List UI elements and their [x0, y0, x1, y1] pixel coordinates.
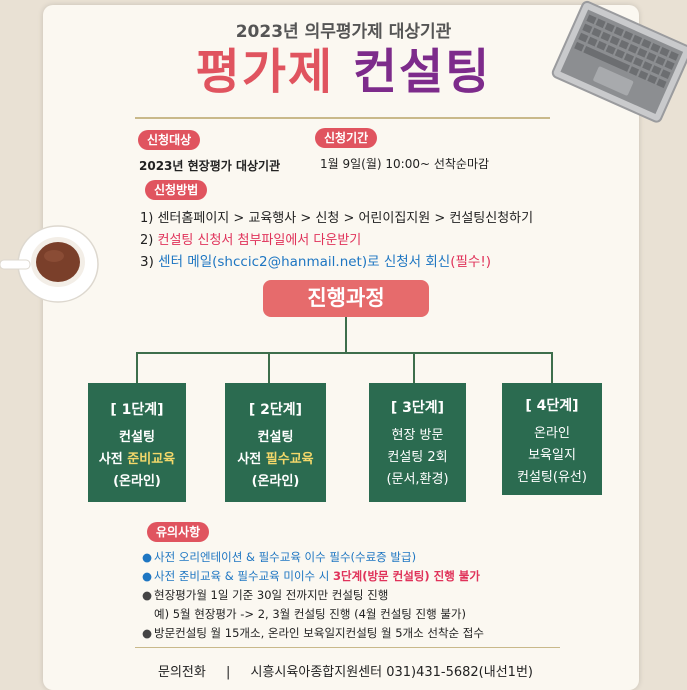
- target-label: 신청대상: [138, 130, 201, 150]
- connector-horizontal: [136, 352, 553, 354]
- connector-drop-2: [268, 352, 270, 383]
- step-1-box: [ 1단계] 컨설팅 사전 준비교육 (온라인): [88, 383, 186, 502]
- step-2-box: [ 2단계] 컨설팅 사전 필수교육 (온라인): [225, 383, 326, 502]
- laptop-icon: [551, 0, 687, 123]
- footer-divider: [135, 647, 560, 648]
- title-purple: 컨설팅: [352, 44, 492, 100]
- connector-drop-1: [136, 352, 138, 383]
- period-value: 1월 9일(월) 10:00~ 선착순마감: [320, 157, 490, 171]
- period-label: 신청기간: [315, 128, 378, 148]
- step-3-box: [ 3단계] 현장 방문 컨설팅 2회 (문서,환경): [369, 383, 466, 502]
- method-step-3: 3) 센터 메일(shccic2@hanmail.net)로 신청서 회신(필수…: [140, 254, 492, 270]
- connector-vertical: [345, 317, 347, 353]
- note-item: ●방문컨설팅 월 15개소, 온라인 보육일지컨설팅 월 5개소 선착순 접수: [142, 626, 484, 640]
- title-red: 평가제: [195, 44, 335, 100]
- step-4-box: [ 4단계] 온라인 보육일지 컨설팅(유선): [502, 383, 602, 495]
- notes-label: 유의사항: [147, 522, 210, 542]
- title-divider: [135, 117, 550, 119]
- connector-drop-3: [413, 352, 415, 383]
- email-text: 센터 메일(shccic2@hanmail.net)로 신청서 회신: [158, 254, 451, 270]
- note-item: ●현장평가월 1일 기준 30일 전까지만 컨설팅 진행: [142, 588, 389, 602]
- method-step-2: 2) 컨설팅 신청서 첨부파일에서 다운받기: [140, 233, 362, 248]
- note-item: 예) 5월 현장평가 -> 2, 3월 컨설팅 진행 (4월 컨설팅 진행 불가…: [154, 607, 466, 621]
- process-title: 진행과정: [263, 280, 429, 317]
- method-step-1: 1) 센터홈페이지 > 교육행사 > 신청 > 어린이집지원 > 컨설팅신청하기: [140, 211, 534, 226]
- page-title: 평가제 컨설팅: [0, 42, 687, 102]
- poster-card: [43, 5, 639, 690]
- coffee-cup-icon: [0, 225, 99, 303]
- note-item: ●사전 오리엔테이션 & 필수교육 이수 필수(수료증 발급): [142, 550, 417, 564]
- target-value: 2023년 현장평가 대상기관: [139, 159, 281, 173]
- page-subtitle: 2023년 의무평가제 대상기관: [235, 22, 452, 42]
- connector-drop-4: [551, 352, 553, 383]
- note-item: ●사전 준비교육 & 필수교육 미이수 시 3단계(방문 컨설팅) 진행 불가: [142, 569, 480, 583]
- footer-contact: 문의전화 | 시흥시육아종합지원센터 031)431-5682(내선1번): [158, 665, 533, 680]
- contact-number: 시흥시육아종합지원센터 031)431-5682(내선1번): [250, 665, 533, 680]
- notes-list: ●사전 오리엔테이션 & 필수교육 이수 필수(수료증 발급) ●사전 준비교육…: [142, 548, 484, 643]
- method-label: 신청방법: [145, 180, 208, 200]
